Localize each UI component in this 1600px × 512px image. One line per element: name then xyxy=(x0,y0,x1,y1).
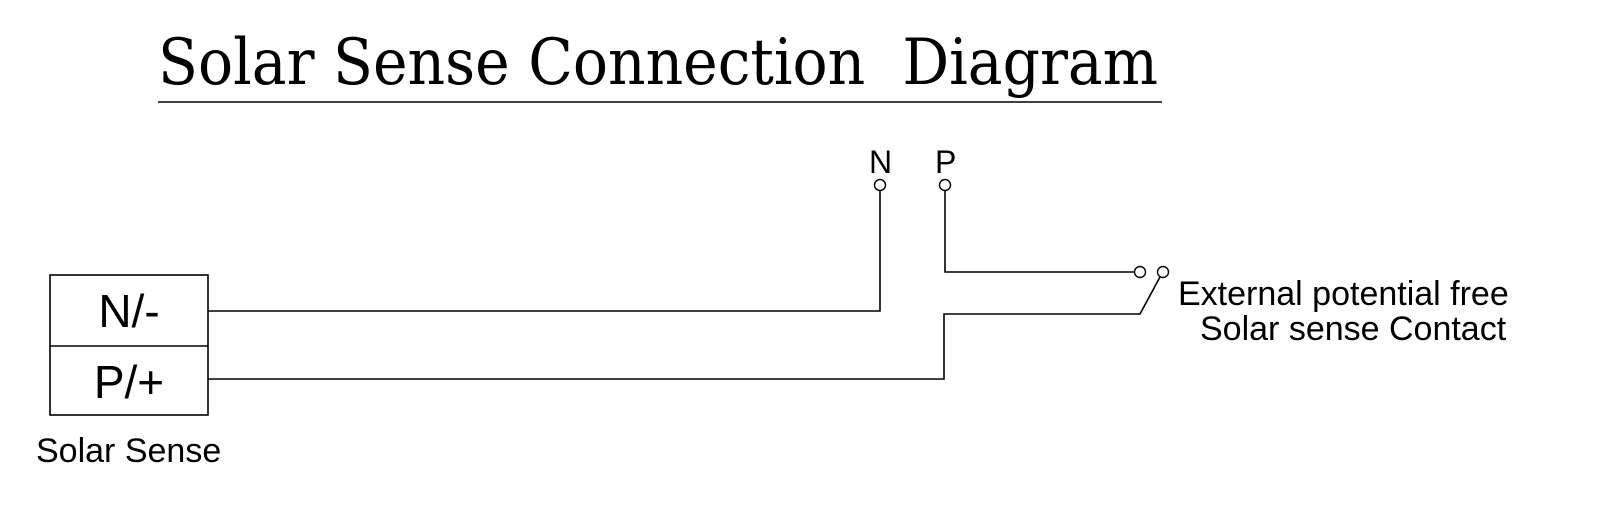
terminal-n-label: N xyxy=(869,144,892,180)
solar-sense-block xyxy=(49,274,209,416)
diagram-title: Solar Sense Connection Diagram xyxy=(158,26,1158,100)
block-row-n-minus: N/- xyxy=(98,285,159,337)
terminal-p-label: P xyxy=(935,144,956,180)
terminal-n-circle xyxy=(873,178,887,192)
contact-label-line2: Solar sense Contact xyxy=(1200,310,1507,348)
block-row-p-plus: P/+ xyxy=(94,356,164,408)
solar-sense-caption: Solar Sense xyxy=(36,432,221,470)
wire-p-to-contact xyxy=(944,190,1135,273)
wire-n xyxy=(208,190,881,312)
contact-label-line1: External potential free xyxy=(1178,275,1509,313)
terminal-p-circle xyxy=(938,178,952,192)
wire-pplus xyxy=(208,276,1161,380)
contact-terminal-left xyxy=(1133,265,1147,279)
contact-terminal-right xyxy=(1156,265,1170,279)
